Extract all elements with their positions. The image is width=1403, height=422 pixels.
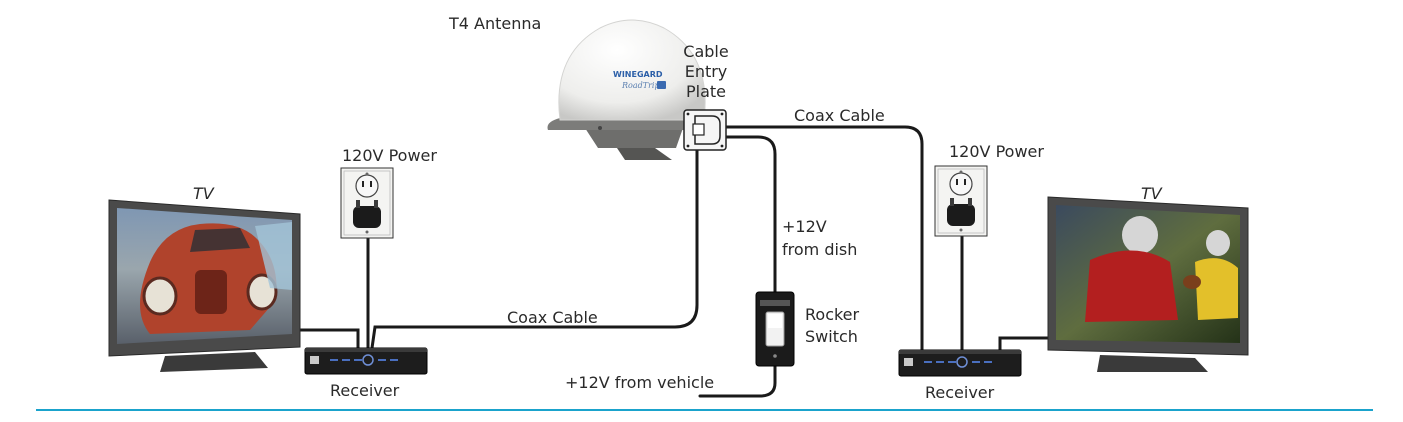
tv-right-to-receiver — [998, 336, 1055, 352]
tv-right-label: TV — [1141, 184, 1162, 203]
dish-power-label: +12V from dish — [782, 215, 857, 261]
coax-cable-right-label: Coax Cable — [794, 106, 885, 125]
coax-cable-left — [370, 148, 699, 350]
coax-cable-right — [724, 125, 924, 352]
vehicle-power-label: +12V from vehicle — [565, 373, 715, 392]
rocker-switch-label-line: Rocker — [805, 305, 860, 324]
receiver-icon — [304, 347, 428, 375]
rocker-switch-icon — [755, 291, 795, 367]
receiver-left-label: Receiver — [330, 381, 400, 400]
accent-line — [36, 409, 1373, 411]
cables — [296, 125, 1055, 398]
antenna-brand: WINEGARD — [613, 70, 663, 79]
tv-icon — [108, 199, 301, 372]
rocker-switch-label: Rocker Switch — [805, 304, 859, 348]
dish-power-cable — [724, 135, 777, 294]
entry-plate-label-line: Cable — [683, 42, 729, 61]
tv-left-label: TV — [193, 184, 214, 203]
outlet-icon — [934, 165, 988, 237]
dish-power-label-line: +12V — [782, 217, 827, 236]
switch-to-vehicle-cable — [698, 364, 777, 398]
entry-plate-label: Cable Entry Plate — [680, 42, 732, 102]
entry-plate-label-line: Plate — [685, 82, 726, 101]
receiver-right-label: Receiver — [925, 383, 995, 402]
antenna-model: RoadTrip — [621, 81, 660, 90]
coax-cable-left-label: Coax Cable — [507, 308, 598, 327]
tv-icon — [1047, 196, 1249, 372]
power-right-label: 120V Power — [949, 142, 1044, 161]
antenna-dome-icon: WINEGARD RoadTrip — [547, 19, 717, 160]
tv-left-to-receiver — [296, 328, 360, 350]
entry-plate-label-line: Entry — [684, 62, 728, 81]
power-left-label: 120V Power — [342, 146, 437, 165]
antenna-label: T4 Antenna — [449, 14, 542, 33]
outlet-icon — [340, 167, 394, 239]
rocker-switch-label-line: Switch — [805, 327, 858, 346]
entry-plate-icon — [683, 109, 727, 151]
receiver-icon — [898, 349, 1022, 377]
dish-power-label-line: from dish — [782, 240, 858, 259]
